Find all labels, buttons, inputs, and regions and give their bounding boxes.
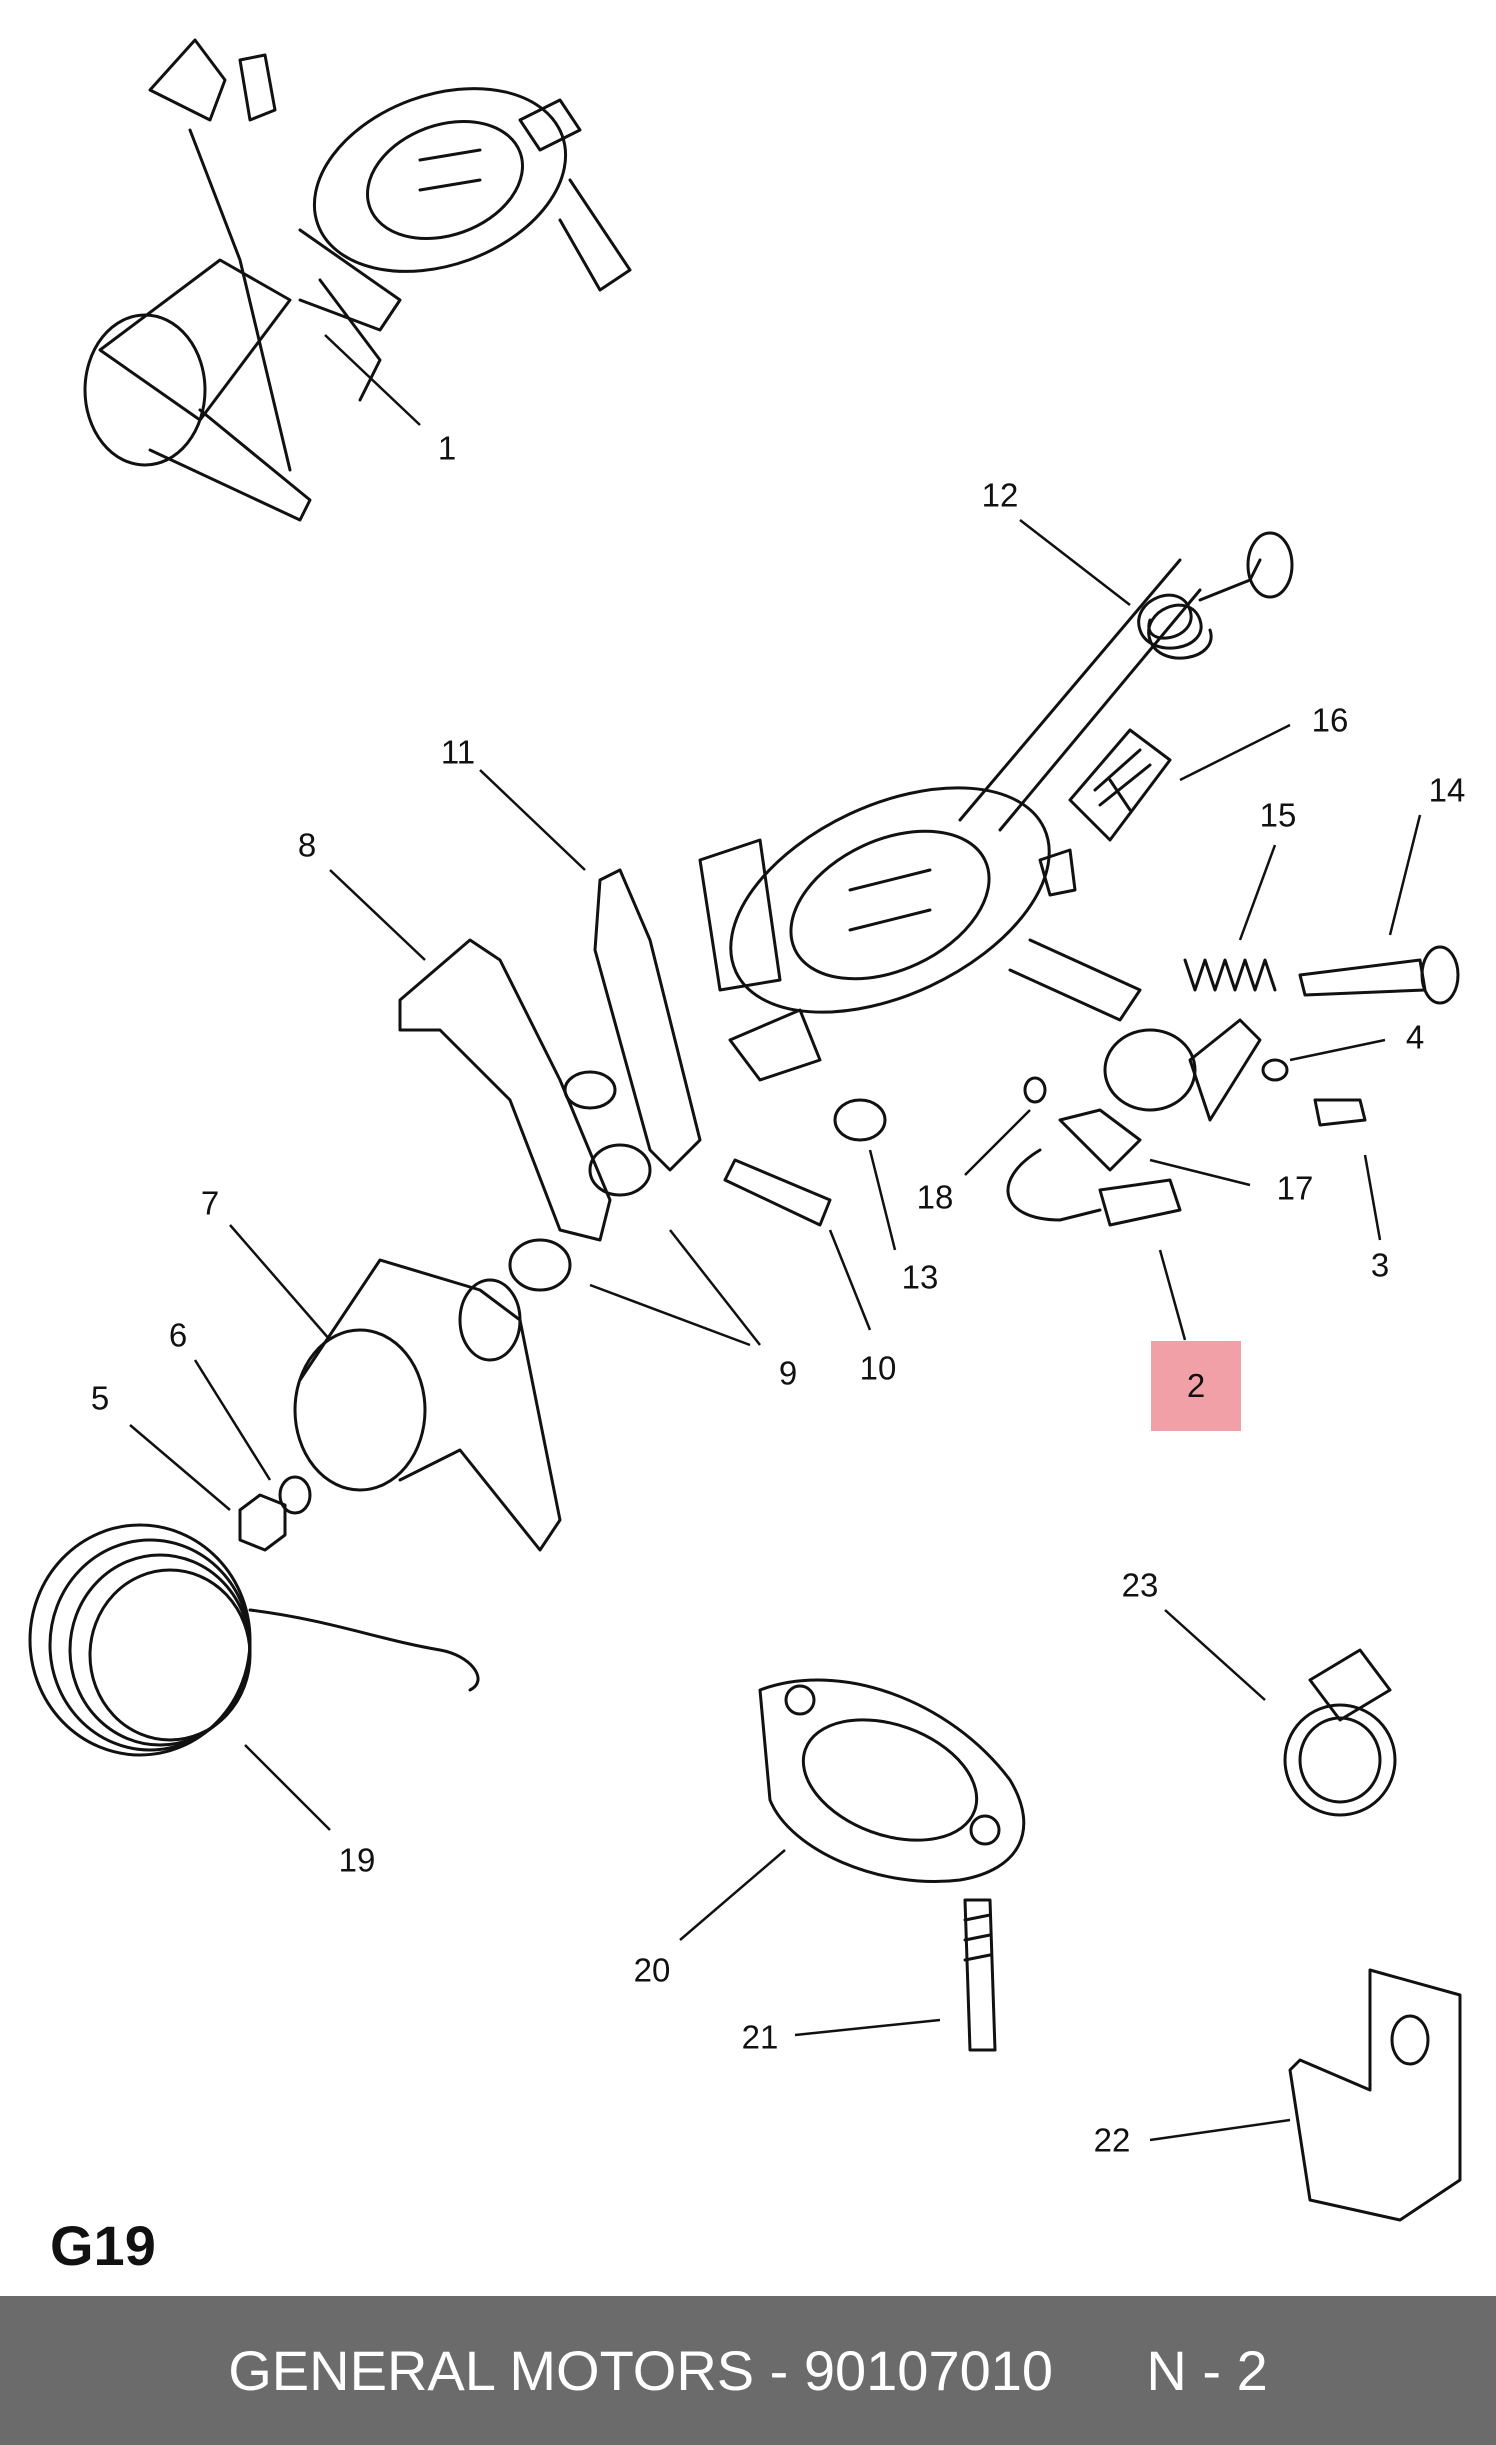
callout-3: 3 — [1370, 1246, 1390, 1284]
callout-10: 10 — [859, 1349, 897, 1387]
part-9-washers — [508, 1143, 652, 1292]
callout-11: 11 — [440, 733, 476, 771]
callout-8: 8 — [297, 826, 317, 864]
callout-6: 6 — [168, 1316, 188, 1354]
callout-1: 1 — [437, 429, 457, 467]
footer-ref: N - 2 — [1146, 2339, 1268, 2402]
part-13-plug — [833, 1098, 887, 1142]
highlighted-callout-2[interactable]: 2 — [1151, 1341, 1241, 1431]
part-3-screw — [1313, 1098, 1367, 1127]
callout-23: 23 — [1121, 1566, 1159, 1604]
part-1-carburettor-assembly — [83, 38, 632, 522]
part-23-hose-clamp — [1283, 1648, 1397, 1817]
footer-spacer — [1053, 2338, 1146, 2403]
callout-2: 2 — [1186, 1367, 1206, 1404]
callout-18: 18 — [916, 1178, 954, 1216]
carburettor-body — [698, 558, 1202, 1082]
callout-19: 19 — [338, 1841, 376, 1879]
part-11-lever — [593, 868, 702, 1172]
part-2-wire-connector — [1006, 1148, 1182, 1227]
callout-21: 21 — [741, 2018, 779, 2056]
footer-bar: GENERAL MOTORS - 90107010 N - 2 — [0, 2296, 1496, 2445]
callout-5: 5 — [90, 1379, 110, 1417]
part-15-spring — [1183, 958, 1277, 992]
callout-17: 17 — [1276, 1169, 1314, 1207]
part-14-screw — [1298, 945, 1460, 1005]
callout-13: 13 — [901, 1258, 939, 1296]
part-12-spring — [1137, 531, 1294, 660]
part-5-nut — [238, 1493, 287, 1552]
part-20-gasket — [758, 1678, 1026, 1883]
part-18-ring — [1023, 1076, 1047, 1104]
part-22-clip — [1288, 1968, 1462, 2222]
callout-20: 20 — [633, 1951, 671, 1989]
part-19-coil-spring — [28, 1523, 480, 1757]
callout-9: 9 — [778, 1354, 798, 1392]
footer-part-label: GENERAL MOTORS - 90107010 — [228, 2339, 1054, 2402]
part-21-stud — [963, 1898, 997, 2052]
leader-lines — [129, 334, 1422, 2142]
callout-22: 22 — [1093, 2121, 1131, 2159]
part-16-filter — [1068, 728, 1172, 842]
callout-12: 12 — [981, 476, 1019, 514]
part-17-solenoid — [1058, 1018, 1262, 1172]
diagram-code: G19 — [50, 2214, 156, 2277]
part-10-pin — [723, 1158, 832, 1227]
part-6-washer — [278, 1475, 312, 1515]
part-4-washer — [1261, 1058, 1289, 1082]
part-8-lever — [398, 938, 617, 1242]
exploded-parts-diagram — [28, 38, 1462, 2222]
callout-16: 16 — [1311, 701, 1349, 739]
callout-15: 15 — [1259, 796, 1297, 834]
callout-14: 14 — [1428, 771, 1466, 809]
callout-4: 4 — [1405, 1018, 1425, 1056]
callout-7: 7 — [200, 1184, 220, 1222]
part-7-housing — [293, 1258, 562, 1552]
